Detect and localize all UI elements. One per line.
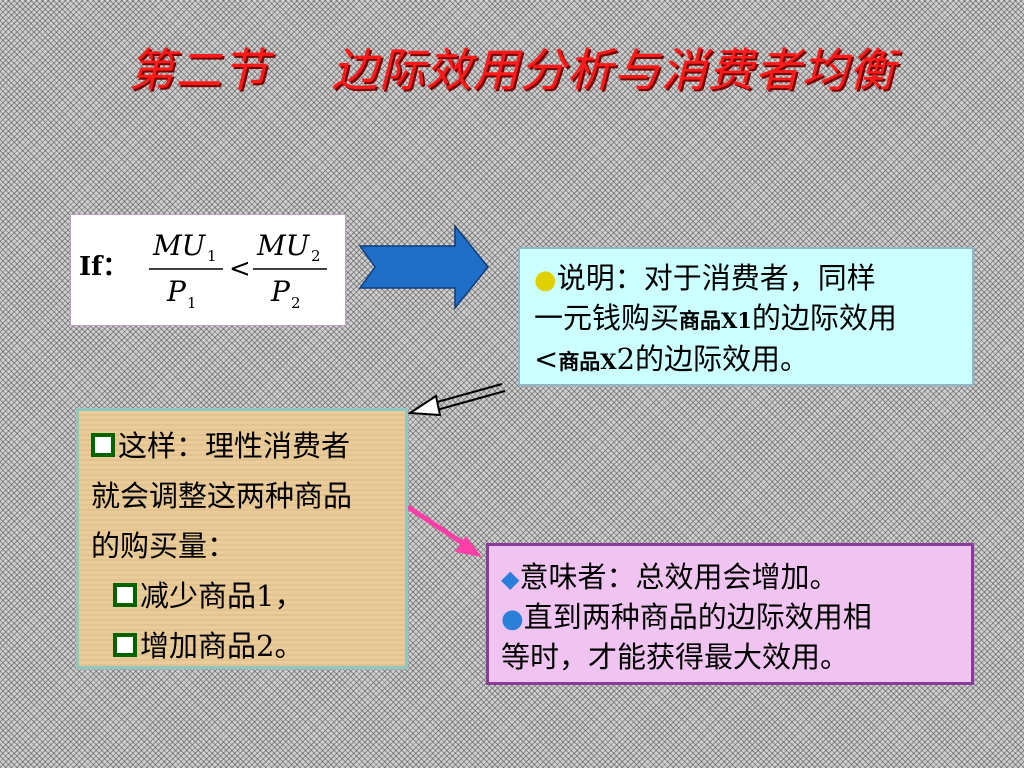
formula-p1-sub: 1 bbox=[187, 294, 197, 312]
explanation-text-2c: 的边际效用 bbox=[751, 301, 897, 335]
adjustment-line-2: 就会调整这两种商品 bbox=[91, 479, 353, 513]
pink-diagonal-arrow-icon bbox=[406, 504, 482, 557]
big-right-arrow-icon bbox=[358, 223, 489, 311]
adjustment-line-3: 的购买量： bbox=[91, 529, 237, 563]
result-box: ◆意味者：总效用会增加。 ●直到两种商品的边际效用相 等时，才能获得最大效用。 bbox=[486, 543, 974, 685]
blue-bullet-icon: ● bbox=[501, 604, 524, 634]
slide-title: 第二节 边际效用分析与消费者均衡 bbox=[128, 43, 896, 97]
formula-prefix: If： bbox=[79, 252, 128, 282]
adjustment-item-2: 增加商品2。 bbox=[91, 621, 393, 671]
explanation-text-2a: 一元钱购买 bbox=[534, 301, 680, 335]
formula-p2: P bbox=[270, 275, 291, 308]
result-text-2: 直到两种商品的边际效用相 bbox=[523, 600, 872, 634]
diamond-bullet-icon: ◆ bbox=[501, 565, 520, 593]
formula-inequality: If： MU 1 P 1 < MU 2 P 2 bbox=[79, 229, 327, 312]
explanation-text-3b: 商品X bbox=[558, 349, 617, 374]
explanation-line-2: 一元钱购买商品X1的边际效用 bbox=[534, 299, 958, 340]
explanation-line-1: ●说明：对于消费者，同样 bbox=[534, 259, 958, 299]
explanation-box: ●说明：对于消费者，同样 一元钱购买商品X1的边际效用 <商品X2的边际效用。 bbox=[518, 247, 974, 386]
formula-mu2-sub: 2 bbox=[311, 247, 321, 265]
formula-mu2: MU bbox=[256, 229, 311, 262]
adjustment-line-1: 这样：理性消费者 bbox=[91, 421, 393, 471]
square-bullet-icon bbox=[91, 433, 115, 457]
result-line-2: ●直到两种商品的边际效用相 bbox=[501, 598, 959, 638]
adjustment-item-2-text: 增加商品2。 bbox=[140, 629, 304, 663]
square-bullet-icon bbox=[113, 633, 137, 657]
explanation-text-3a: < bbox=[534, 342, 559, 376]
double-line-arrow-icon bbox=[406, 383, 506, 417]
result-text-1: 意味者：总效用会增加。 bbox=[519, 560, 839, 594]
explanation-text-1: 说明：对于消费者，同样 bbox=[556, 261, 876, 295]
result-line-3: 等时，才能获得最大效用。 bbox=[501, 640, 850, 674]
explanation-text-2b: 商品X1 bbox=[679, 308, 752, 333]
adjustment-item-1: 减少商品1， bbox=[91, 571, 393, 621]
formula-box: If： MU 1 P 1 < MU 2 P 2 bbox=[70, 214, 346, 326]
formula-p2-sub: 2 bbox=[291, 294, 301, 312]
square-bullet-icon bbox=[113, 583, 137, 607]
result-line-1: ◆意味者：总效用会增加。 bbox=[501, 558, 959, 598]
adjustment-text-1: 这样：理性消费者 bbox=[118, 429, 351, 463]
formula-mu1-sub: 1 bbox=[207, 247, 217, 265]
yellow-bullet-icon: ● bbox=[534, 265, 557, 295]
formula-mu1: MU bbox=[152, 229, 207, 262]
adjustment-item-1-text: 减少商品1， bbox=[140, 579, 304, 613]
formula-less-than: < bbox=[229, 254, 251, 284]
formula-p1: P bbox=[166, 275, 187, 308]
explanation-text-3c: 2的边际效用。 bbox=[616, 342, 810, 376]
explanation-line-3: <商品X2的边际效用。 bbox=[534, 340, 958, 381]
adjustment-box: 这样：理性消费者 就会调整这两种商品 的购买量： 减少商品1， 增加商品2。 bbox=[76, 408, 408, 669]
